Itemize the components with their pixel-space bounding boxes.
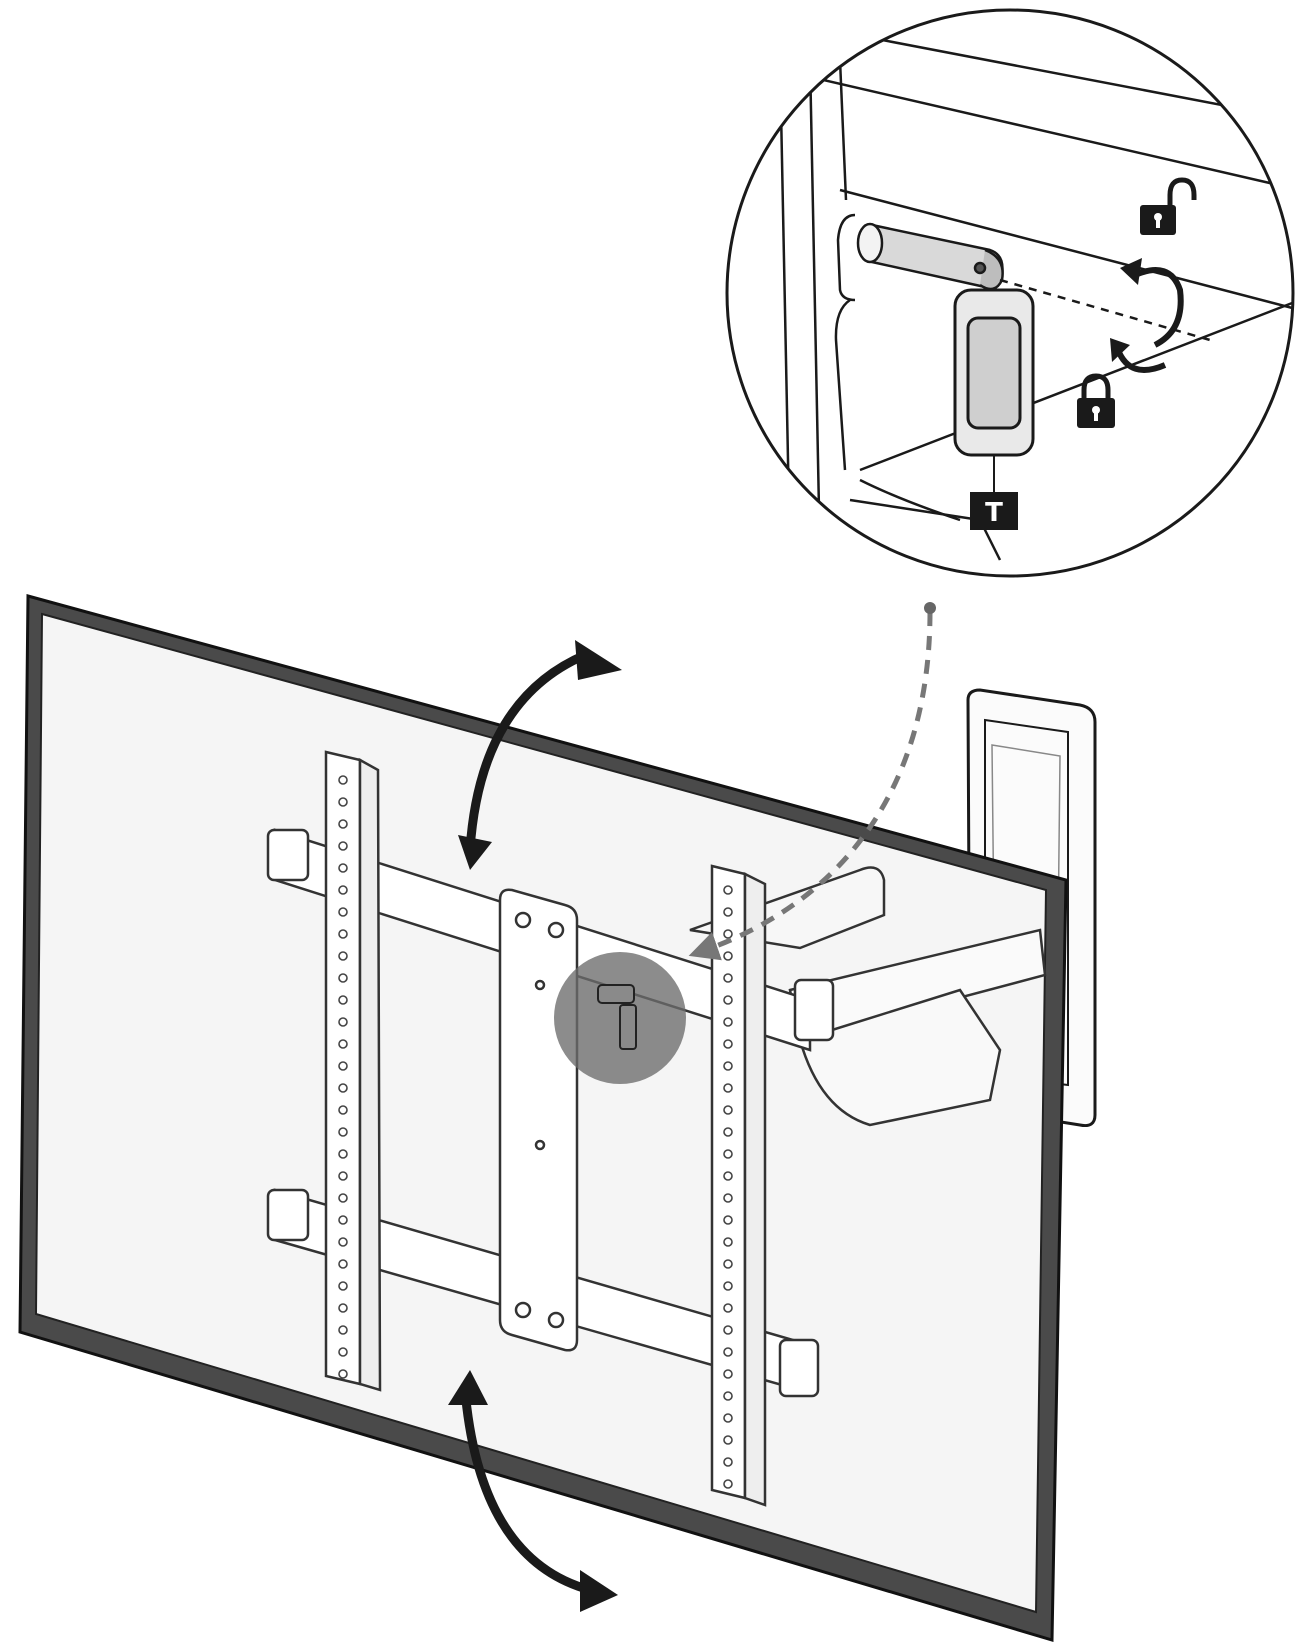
bracket-hole: [338, 907, 348, 917]
bracket-hole: [338, 1171, 348, 1181]
bracket-hole: [338, 1193, 348, 1203]
bracket-hole: [338, 1237, 348, 1247]
bracket-hole: [723, 1281, 733, 1291]
bracket-hole: [338, 1215, 348, 1225]
bracket-hole: [338, 1347, 348, 1357]
bracket-hole: [338, 1149, 348, 1159]
lock-highlight-detail: [597, 984, 637, 1050]
bracket-hole: [338, 1325, 348, 1335]
bracket-hole: [723, 1369, 733, 1379]
bracket-hole: [723, 1413, 733, 1423]
lock-icon: [1077, 373, 1115, 428]
bracket-hole: [723, 995, 733, 1005]
bracket-hole: [338, 797, 348, 807]
bracket-hole: [723, 1149, 733, 1159]
callout-connector-dot: [924, 602, 936, 614]
bracket-hole: [338, 1061, 348, 1071]
bracket-hole: [723, 907, 733, 917]
bracket-hole: [723, 973, 733, 983]
bracket-hole: [338, 1083, 348, 1093]
bracket-hole: [723, 1303, 733, 1313]
bracket-hole: [723, 1017, 733, 1027]
bracket-hole: [723, 885, 733, 895]
bracket-hole: [338, 819, 348, 829]
bracket-hole: [338, 775, 348, 785]
bracket-hole: [338, 841, 348, 851]
bracket-hole: [723, 1435, 733, 1445]
bracket-hole: [723, 1457, 733, 1467]
bracket-hole: [338, 973, 348, 983]
bracket-hole: [338, 951, 348, 961]
bracket-hole: [338, 1127, 348, 1137]
bracket-hole: [338, 885, 348, 895]
bracket-hole: [338, 1039, 348, 1049]
bracket-holes: [338, 775, 733, 1489]
unlock-icon: [1140, 177, 1197, 235]
bracket-hole: [723, 929, 733, 939]
bracket-hole: [723, 1325, 733, 1335]
rotate-arrows-icon: [1115, 267, 1184, 373]
part-label-box: [970, 492, 1018, 530]
bracket-hole: [338, 1017, 348, 1027]
bracket-hole: [723, 1039, 733, 1049]
bracket-hole: [723, 951, 733, 961]
bracket-hole: [723, 1259, 733, 1269]
bracket-hole: [723, 1479, 733, 1489]
detail-callout: T: [725, 8, 1295, 578]
bracket-hole: [723, 1215, 733, 1225]
bracket-hole: [723, 1347, 733, 1357]
bracket-hole: [338, 929, 348, 939]
part-label-t: T: [985, 498, 1003, 528]
bracket-hole: [338, 1259, 348, 1269]
bracket-hole: [723, 1083, 733, 1093]
bracket-hole: [338, 1281, 348, 1291]
tilt-up-arrow: [458, 640, 622, 870]
bracket-hole: [338, 995, 348, 1005]
lock-lever: [953, 288, 1035, 457]
bracket-hole: [723, 1391, 733, 1401]
bracket-hole: [723, 1127, 733, 1137]
bracket-hole: [723, 1061, 733, 1071]
callout-connector: [688, 611, 933, 961]
bracket-hole: [723, 1171, 733, 1181]
bracket-hole: [338, 1105, 348, 1115]
bracket-hole: [723, 1237, 733, 1247]
bracket-hole: [723, 1105, 733, 1115]
bracket-hole: [338, 1369, 348, 1379]
bracket-hole: [723, 1193, 733, 1203]
tilt-down-arrow: [448, 1370, 618, 1612]
bracket-hole: [338, 1303, 348, 1313]
bracket-hole: [338, 863, 348, 873]
